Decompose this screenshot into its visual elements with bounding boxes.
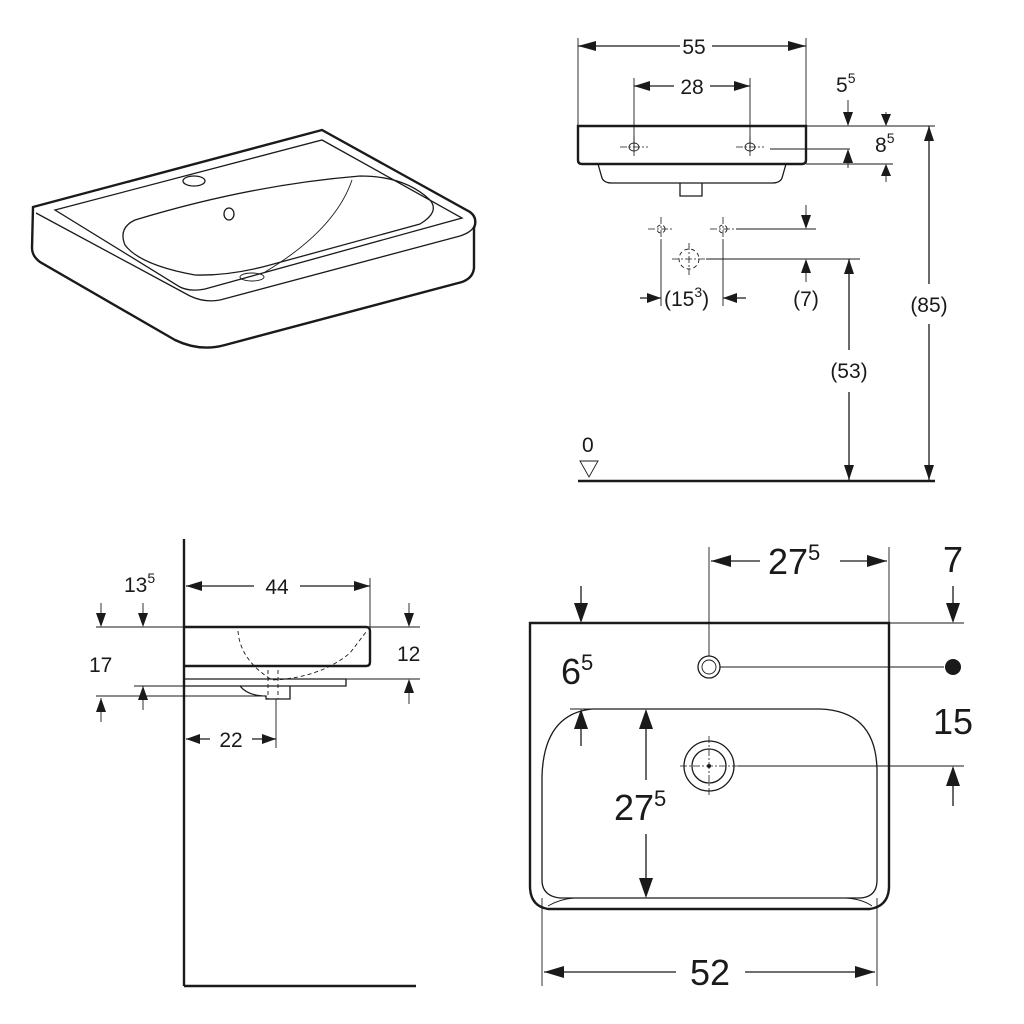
dim-total-height: 17 <box>89 654 112 677</box>
dim-tap-hole-depth: 7 <box>943 539 963 580</box>
dim-tap-hole-offset: 275 <box>768 540 820 582</box>
dim-waste-spacing: (153) <box>664 284 709 311</box>
dim-drain-offset: 15 <box>933 701 973 742</box>
plan-view: 275 7 15 65 275 52 <box>528 539 973 993</box>
dim-waste-offset: (7) <box>793 288 819 311</box>
dim-installation-height: (85) <box>910 294 947 317</box>
dim-bowl-depth: 275 <box>614 786 666 828</box>
dim-overall-width: 55 <box>682 36 705 59</box>
dim-thickness: 12 <box>397 643 420 666</box>
dim-rim-height: 85 <box>875 130 895 157</box>
dim-width: 52 <box>690 952 730 993</box>
dim-waste-height: (53) <box>830 360 867 383</box>
dim-rim-offset: 55 <box>836 70 856 97</box>
dim-waste-distance: 22 <box>219 729 242 752</box>
perspective-view <box>30 128 477 349</box>
floor-level-marker <box>579 460 599 478</box>
dim-top-offset: 135 <box>124 570 155 597</box>
floor-level-label: 0 <box>582 434 594 457</box>
dim-tap-hole-spacing: 28 <box>680 76 703 99</box>
side-section-view: 44 135 17 12 22 <box>89 539 420 988</box>
dim-rim-width: 65 <box>561 650 593 692</box>
dim-depth: 44 <box>265 576 289 599</box>
front-elevation-view: 55 28 55 85 <box>576 36 948 483</box>
